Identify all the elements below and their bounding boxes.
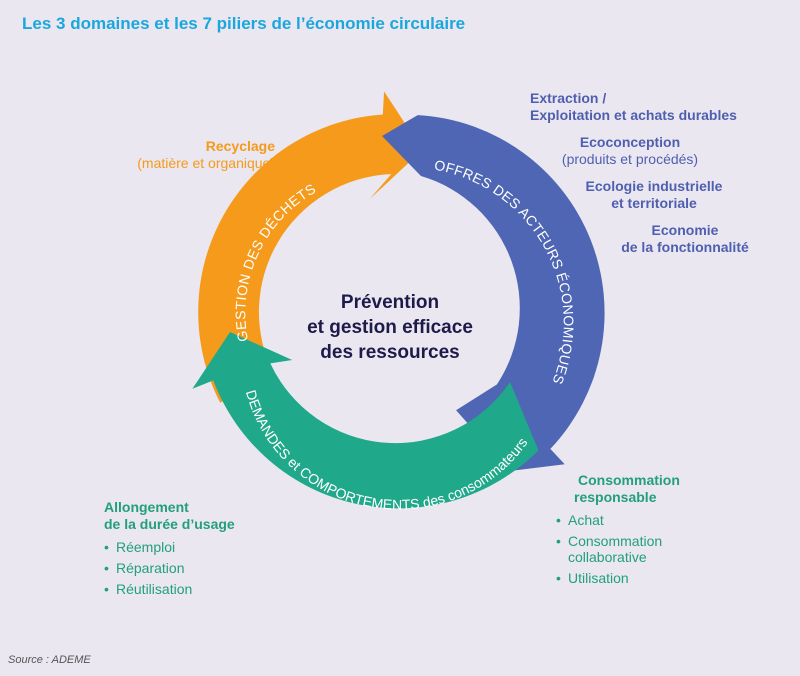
recyclage-subtitle: (matière et organique): [137, 155, 275, 171]
source-note: Source : ADEME: [8, 654, 91, 666]
page-title: Les 3 domaines et les 7 piliers de l’éco…: [22, 14, 466, 33]
pillar-ecologie: Ecologie industrielle et territoriale: [570, 178, 738, 212]
recyclage-title: Recyclage: [205, 138, 275, 154]
list-item: Réparation: [104, 560, 324, 576]
pillar-economie-line1: Economie: [651, 222, 719, 238]
pillar-consommation-line1: Consommation: [578, 472, 680, 488]
consommation-list: Achat Consommation collaborative Utilisa…: [556, 512, 756, 586]
pillar-ecoconception-sub: (produits et procédés): [561, 151, 699, 167]
center-line: et gestion efficace: [307, 317, 473, 338]
pillar-allongement: Allongement de la durée d’usage Réemploi…: [104, 499, 324, 602]
recyclage-label: Recyclage (matière et organique): [40, 138, 275, 172]
pillar-ecoconception: Ecoconception (produits et procédés): [540, 134, 720, 168]
pillar-economie-line2: de la fonctionnalité: [621, 239, 749, 255]
list-item: Utilisation: [556, 570, 756, 586]
list-item: Achat: [556, 512, 756, 528]
list-item: Réutilisation: [104, 581, 324, 597]
arc-demandes-consommateurs: [192, 332, 539, 509]
pillar-allongement-line2: de la durée d’usage: [104, 516, 235, 532]
pillar-consommation: Consommation responsable Achat Consommat…: [556, 472, 756, 591]
pillar-ecologie-line2: et territoriale: [611, 195, 697, 211]
pillar-ecologie-line1: Ecologie industrielle: [585, 178, 723, 194]
list-item: Consommation collaborative: [556, 533, 698, 565]
list-item: Réemploi: [104, 539, 324, 555]
pillar-extraction: Extraction / Exploitation et achats dura…: [530, 90, 737, 124]
center-line: des ressources: [320, 342, 460, 363]
pillar-allongement-line1: Allongement: [104, 499, 189, 515]
pillar-consommation-line2: responsable: [574, 489, 657, 505]
center-line: Prévention: [340, 292, 440, 313]
arc-gestion-dechets: [198, 91, 423, 403]
allongement-list: Réemploi Réparation Réutilisation: [104, 539, 324, 597]
pillar-extraction-line1: Extraction /: [530, 90, 607, 106]
pillar-extraction-line2: Exploitation et achats durables: [530, 107, 737, 123]
center-label: Prévention et gestion efficace des resso…: [270, 290, 510, 365]
pillar-ecoconception-title: Ecoconception: [579, 134, 681, 150]
arc-offres-acteurs: [382, 115, 605, 471]
pillar-economie: Economie de la fonctionnalité: [600, 222, 770, 256]
